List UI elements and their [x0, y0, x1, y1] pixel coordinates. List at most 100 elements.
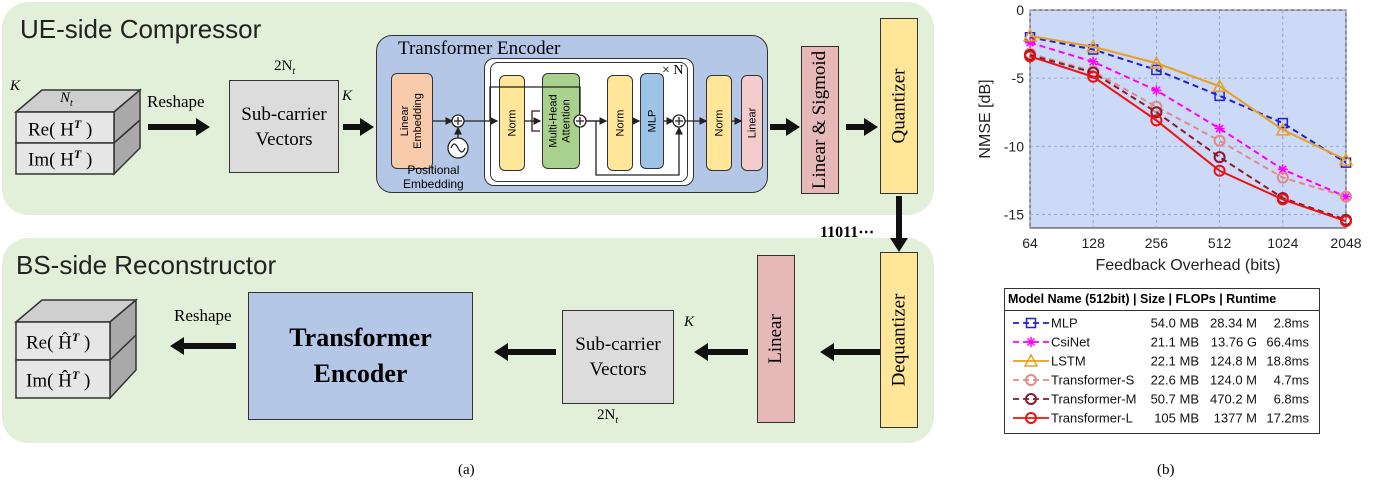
- x-tick-label: 64: [1022, 235, 1038, 251]
- two-nt-label-top: 2Nt: [274, 58, 296, 77]
- legend-name: MLP: [1051, 316, 1078, 331]
- arrow-vectors-to-encoder: [494, 343, 556, 361]
- plot-area: [1029, 9, 1347, 229]
- series-point-mlp: [1277, 117, 1289, 129]
- transformer-encoder-title: Transformer Encoder: [398, 38, 561, 59]
- series-point-transformer-m: [1213, 151, 1226, 164]
- series-point-transformer-l: [1276, 193, 1289, 206]
- table-size: 22.1 MB: [1151, 354, 1199, 369]
- x-axis-label: Feedback Overhead (bits): [1096, 257, 1281, 274]
- re-h-label: Re( HT ): [28, 117, 93, 141]
- caption-a: (a): [458, 462, 475, 478]
- dequantizer-box: Dequantizer: [880, 252, 918, 428]
- series-line-csinet: [1029, 41, 1347, 198]
- legend-name: CsiNet: [1051, 335, 1090, 350]
- reshape-label-top: Reshape: [147, 92, 205, 111]
- table-flops: 124.8 M: [1210, 354, 1257, 369]
- legend-name: Transformer-L: [1051, 411, 1133, 426]
- linear-box-bs: Linear: [757, 255, 795, 423]
- arrow-to-linear-sigmoid: [770, 118, 800, 136]
- x-tick-label: 128: [1082, 235, 1106, 251]
- y-tick-label: -15: [1004, 206, 1024, 222]
- bs-panel-title: BS-side Reconstructor: [16, 250, 277, 280]
- y-axis-label: NMSE [dB]: [977, 79, 994, 158]
- nt-label-cube: Nt: [60, 90, 73, 109]
- arrow-encoder-to-cube: [170, 337, 236, 355]
- re-hhat-label: Re( ĤT ): [26, 330, 91, 354]
- table-runtime: 18.8ms: [1266, 354, 1309, 369]
- arrow-to-encoder: [343, 118, 374, 136]
- ue-panel-title: UE-side Compressor: [20, 14, 262, 44]
- table-size: 50.7 MB: [1151, 392, 1199, 407]
- model-table: Model Name (512bit) | Size | FLOPs | Run…: [1004, 288, 1320, 434]
- series-point-transformer-m: [1150, 106, 1163, 119]
- mlp-box: MLP: [640, 73, 664, 169]
- series-point-transformer-l: [1024, 50, 1036, 63]
- table-runtime: 2.8ms: [1274, 316, 1310, 331]
- legend-marker-transformer-l: [1025, 412, 1037, 424]
- series-point-csinet: [1277, 164, 1288, 175]
- series-line-transformer-s: [1029, 52, 1347, 198]
- table-flops: 13.76 G: [1211, 335, 1257, 350]
- series-point-csinet: [1088, 56, 1099, 67]
- series-point-lstm: [1022, 28, 1038, 42]
- y-tick-label: -5: [1012, 70, 1025, 86]
- ue-channel-cube: [13, 88, 143, 176]
- table-header-divider: [1005, 310, 1319, 311]
- series-line-mlp: [1029, 36, 1347, 164]
- series-point-transformer-l: [1087, 70, 1100, 83]
- bitstream-label: 11011⋯: [820, 224, 875, 241]
- legend-marker-transformer-s: [1025, 374, 1037, 386]
- series-point-lstm: [1085, 39, 1101, 53]
- x-tick-label: 256: [1145, 235, 1169, 251]
- block-arrows: [148, 118, 908, 361]
- arrow-deq-to-linear: [820, 343, 872, 361]
- legend-marker-mlp: [1025, 317, 1037, 329]
- table-size: 22.6 MB: [1151, 373, 1199, 388]
- two-nt-label-bottom: 2Nt: [597, 407, 619, 426]
- series-point-lstm: [1338, 152, 1354, 166]
- norm-box-2: Norm: [607, 75, 633, 171]
- series-line-transformer-l: [1029, 55, 1347, 223]
- im-h-label: Im( HT ): [28, 147, 93, 171]
- legend-name: LSTM: [1051, 354, 1086, 369]
- series-line-lstm: [1029, 34, 1347, 161]
- caption-b: (b): [1157, 462, 1175, 478]
- table-flops: 470.2 M: [1210, 392, 1257, 407]
- norm-box-1: Norm: [499, 75, 525, 171]
- table-flops: 28.34 M: [1210, 316, 1257, 331]
- table-size: 54.0 MB: [1151, 316, 1199, 331]
- series-point-mlp: [1151, 64, 1162, 76]
- legend-name: Transformer-S: [1051, 373, 1135, 388]
- series-point-transformer-s: [1150, 100, 1163, 113]
- table-size: 21.1 MB: [1151, 335, 1199, 350]
- table-header: Model Name (512bit) | Size | FLOPs | Run…: [1008, 292, 1277, 306]
- legend-name: Transformer-M: [1051, 392, 1136, 407]
- y-tick-label: 0: [1016, 2, 1024, 18]
- table-runtime: 4.7ms: [1274, 373, 1310, 388]
- series-point-lstm: [1275, 122, 1291, 136]
- table-size: 105 MB: [1154, 411, 1199, 426]
- table-runtime: 66.4ms: [1266, 335, 1309, 350]
- arrow-reshape-top: [148, 118, 210, 136]
- table-runtime: 17.2ms: [1266, 411, 1309, 426]
- reshape-label-bottom: Reshape: [174, 306, 232, 325]
- series-point-transformer-s: [1340, 190, 1352, 203]
- bs-channel-cube: [13, 298, 139, 400]
- legend-marker-transformer-m: [1025, 393, 1037, 405]
- x-tick-label: 1024: [1267, 235, 1298, 251]
- series-point-csinet: [1341, 191, 1351, 202]
- legend-marker-lstm: [1023, 353, 1039, 367]
- legend-marker-csinet: [1026, 337, 1036, 347]
- series-point-lstm: [1149, 55, 1164, 69]
- linear-sigmoid-box: Linear & Sigmoid: [801, 46, 839, 194]
- table-runtime: 6.8ms: [1274, 392, 1310, 407]
- series-point-transformer-l: [1340, 215, 1352, 228]
